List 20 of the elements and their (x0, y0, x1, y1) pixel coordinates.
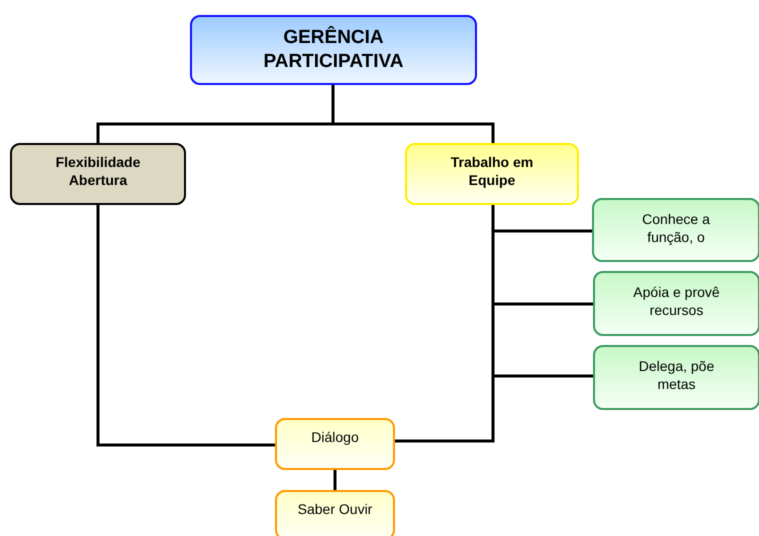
connector-line (395, 205, 494, 442)
node-text: Trabalho em Equipe (450, 153, 534, 190)
node-text: Apóia e provê recursos (632, 283, 721, 320)
topic-box (405, 143, 579, 205)
topic-box (10, 143, 186, 205)
topic-box (593, 345, 759, 410)
topic-box (592, 198, 759, 262)
node-text: Diálogo (311, 428, 359, 446)
topic-box (275, 418, 395, 470)
connector-line (334, 470, 336, 490)
node-text: Saber Ouvir (298, 500, 372, 518)
connector-line (332, 85, 494, 143)
topic-box (275, 490, 395, 536)
node-text: Conhece a função, o (641, 210, 711, 246)
topic-box (593, 271, 759, 336)
node-text: GERÊNCIA PARTICIPATIVA (262, 26, 405, 74)
node-text: Flexibilidade Abertura (54, 153, 142, 190)
node-text: Delega, põe metas (638, 357, 716, 394)
title-box (190, 15, 477, 85)
connector-line (96, 205, 275, 446)
